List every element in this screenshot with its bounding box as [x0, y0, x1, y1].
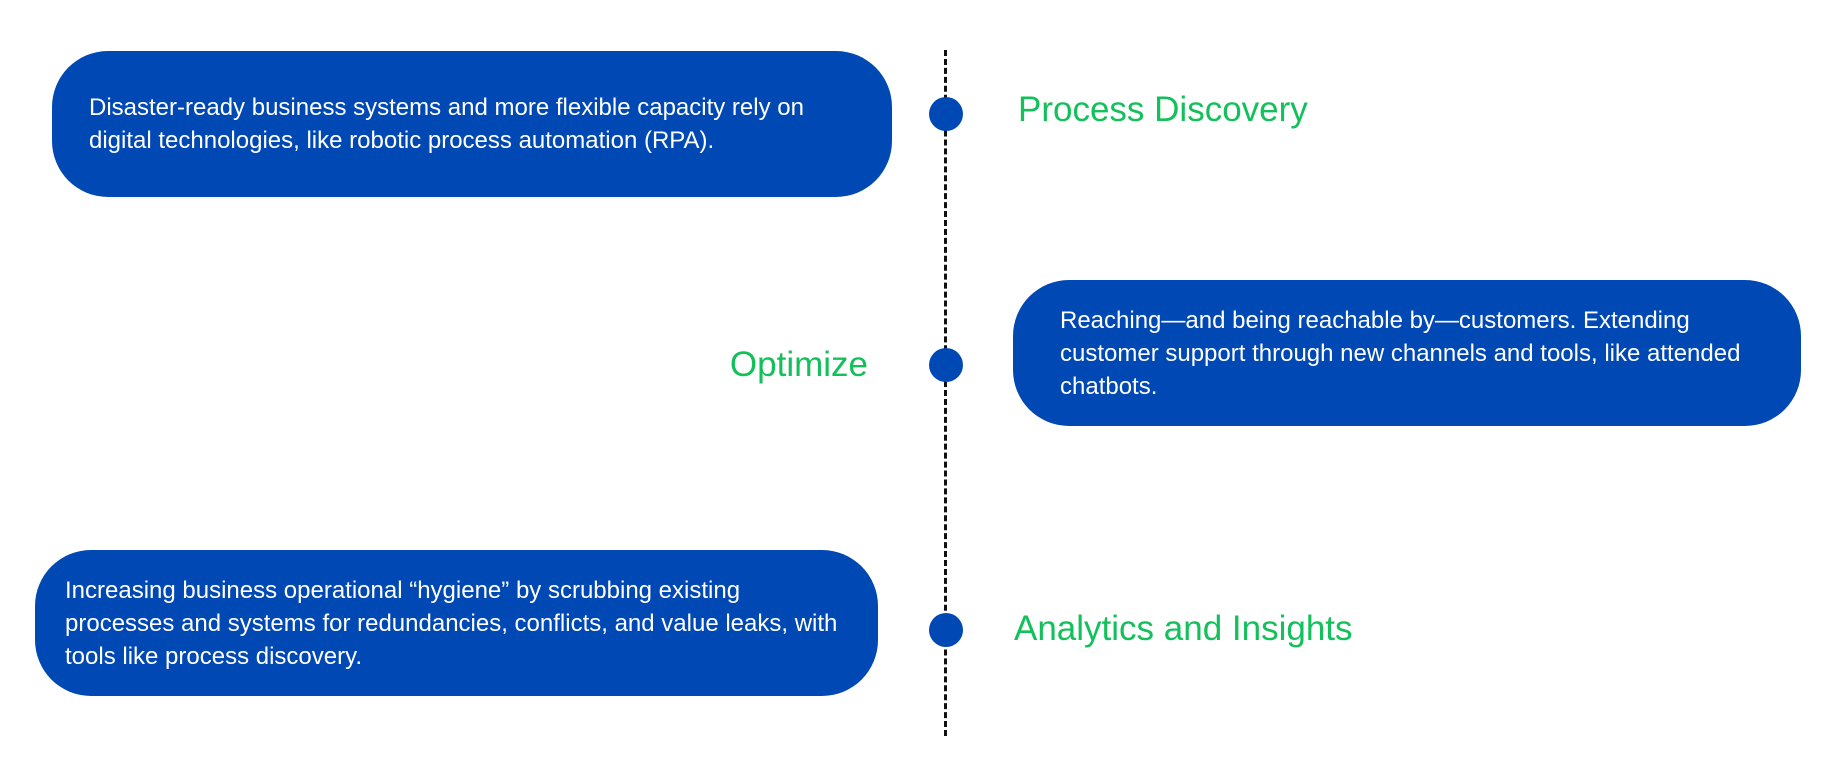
timeline-card-1-text: Disaster-ready business systems and more…	[89, 94, 804, 154]
timeline-card-2-text: Reaching—and being reachable by—customer…	[1060, 306, 1741, 400]
timeline-dot-2	[929, 348, 963, 382]
timeline-label-2: Optimize	[729, 345, 868, 384]
timeline-dashed-line	[944, 50, 947, 736]
timeline-label-3: Analytics and Insights	[1014, 609, 1353, 648]
timeline-dot-3	[929, 613, 963, 647]
timeline-dot-1	[929, 97, 963, 131]
timeline-card-1: Disaster-ready business systems and more…	[52, 51, 892, 197]
timeline-card-2: Reaching—and being reachable by—customer…	[1013, 280, 1801, 426]
timeline-card-3-text: Increasing business operational “hygiene…	[65, 576, 838, 670]
timeline-card-3: Increasing business operational “hygiene…	[35, 550, 878, 696]
timeline-label-1: Process Discovery	[1018, 90, 1308, 129]
